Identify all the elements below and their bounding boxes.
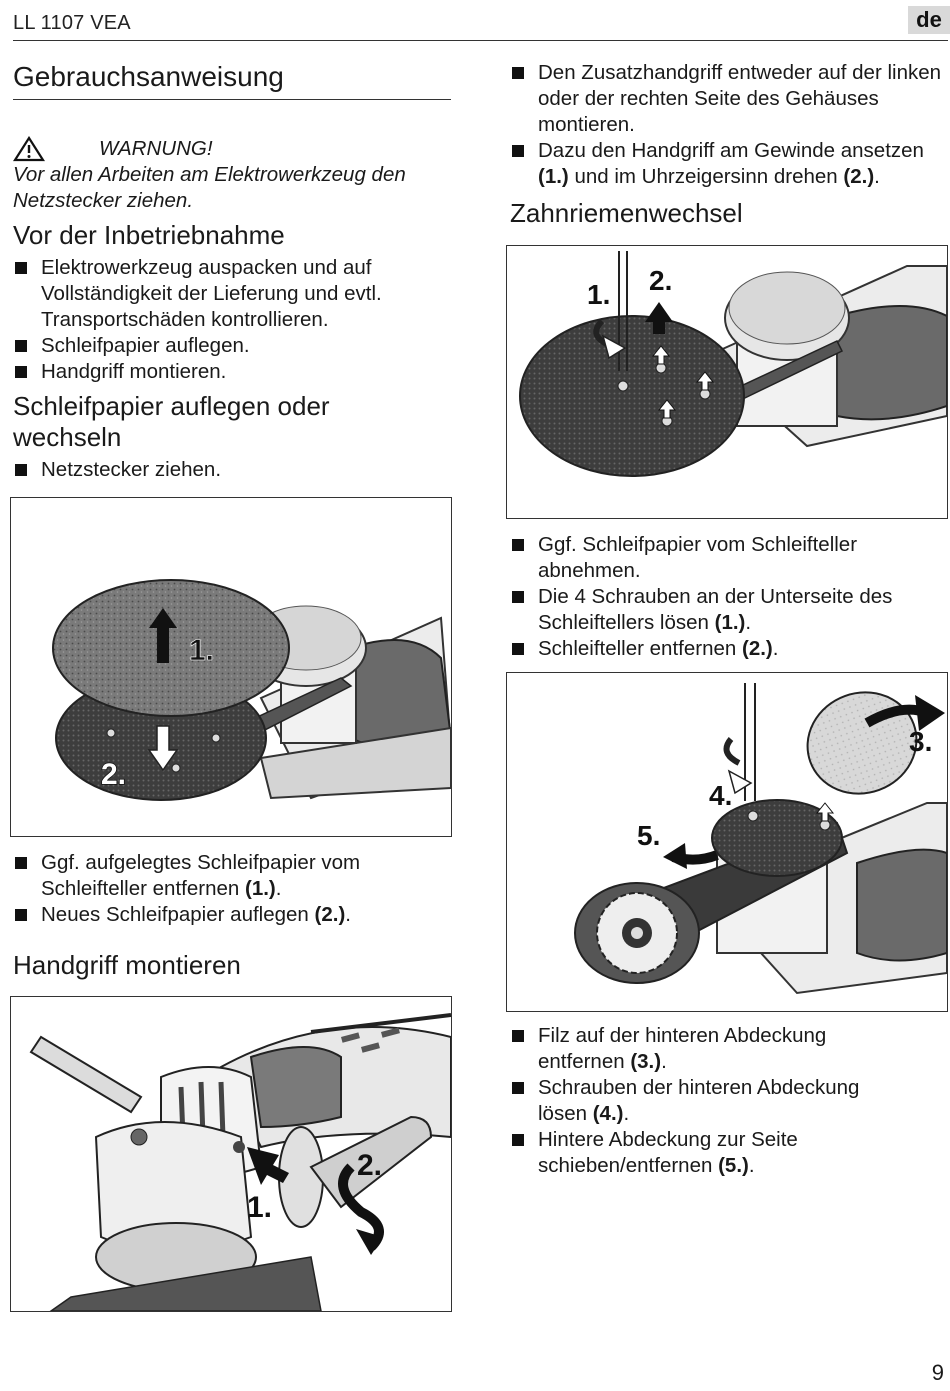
left-column-lower: Ggf. aufgelegtes Schleifpapier vom Schle…: [13, 850, 453, 981]
figure-label-4: 4.: [709, 780, 732, 811]
list-item: Die 4 Schrauben an der Unterseite des Sc…: [510, 584, 946, 636]
figure-belt-cover: 3. 4. 5.: [506, 672, 948, 1012]
bullet-square-icon: [512, 539, 524, 551]
bullet-square-icon: [512, 643, 524, 655]
figure-sanding-paper: 1. 2.: [10, 497, 452, 837]
figure-label-2: 2.: [101, 758, 126, 791]
figure-label-5: 5.: [637, 820, 660, 851]
bullet-square-icon: [512, 67, 524, 79]
header-rule: [13, 40, 948, 41]
list-item: Schrauben der hinteren Abdeckung lösen (…: [510, 1075, 946, 1127]
figure-label-1: 1.: [247, 1191, 272, 1224]
bullet-square-icon: [15, 464, 27, 476]
list-item: Elektrowerkzeug auspacken und auf Vollst…: [13, 255, 453, 333]
page-number: 9: [931, 1360, 944, 1385]
bullet-square-icon: [15, 909, 27, 921]
left-column: Gebrauchsanweisung WARNUNG! Vor allen Ar…: [13, 60, 453, 483]
bullet-square-icon: [512, 1134, 524, 1146]
warning-title: WARNUNG!: [99, 137, 213, 160]
bullet-square-icon: [512, 1082, 524, 1094]
header-model: LL 1107 VEA: [13, 12, 131, 34]
list-item: Neues Schleifpapier auflegen (2.).: [13, 902, 453, 928]
bullet-square-icon: [512, 591, 524, 603]
list-item: Handgriff montieren.: [13, 359, 453, 385]
warning-heading: WARNUNG!: [13, 136, 453, 162]
figure-label-1: 1.: [189, 634, 214, 667]
list-item: Dazu den Handgriff am Gewinde ansetzen (…: [510, 138, 946, 190]
page-title: Gebrauchsanweisung: [13, 61, 284, 92]
figure-label-1: 1.: [587, 279, 610, 310]
list-item: Ggf. Schleifpapier vom Schleifteller abn…: [510, 532, 946, 584]
figure-pad-screws: 1. 2.: [506, 245, 948, 519]
language-badge: de: [908, 6, 950, 34]
figure-handle-mount: 1. 2.: [10, 996, 452, 1312]
bullet-square-icon: [15, 366, 27, 378]
figure-label-2: 2.: [357, 1149, 382, 1182]
list-item: Filz auf der hinteren Abdeckung entferne…: [510, 1023, 946, 1075]
section-heading-zahnriemenwechsel: Zahnriemenwechsel: [510, 198, 743, 228]
warning-text-line-2: Netzstecker ziehen.: [13, 189, 194, 212]
title-rule: [13, 99, 451, 100]
list-item: Schleifpapier auflegen.: [13, 333, 453, 359]
warning-triangle-icon: [13, 136, 45, 162]
pad-screws-illustration: 1. 2.: [519, 251, 947, 477]
right-column: Den Zusatzhandgriff entweder auf der lin…: [510, 60, 946, 229]
right-column-lower: Filz auf der hinteren Abdeckung entferne…: [510, 1023, 946, 1179]
sanding-paper-illustration: 1. 2.: [52, 579, 451, 801]
bullet-square-icon: [15, 857, 27, 869]
bullet-square-icon: [512, 145, 524, 157]
bullet-square-icon: [512, 1030, 524, 1042]
list-item: Schleifteller entfernen (2.).: [510, 636, 946, 662]
section-heading-schleifpapier: Schleifpapier auflegen oder wechseln: [13, 391, 330, 452]
right-column-middle: Ggf. Schleifpapier vom Schleifteller abn…: [510, 532, 946, 662]
list-item: Den Zusatzhandgriff entweder auf der lin…: [510, 60, 946, 138]
bullet-square-icon: [15, 262, 27, 274]
list-item: Netzstecker ziehen.: [13, 457, 453, 483]
warning-text-line-1: Vor allen Arbeiten am Elektrowerkzeug de…: [13, 163, 406, 186]
figure-label-2: 2.: [649, 265, 672, 296]
list-item: Ggf. aufgelegtes Schleifpapier vom Schle…: [13, 850, 453, 902]
bullet-square-icon: [15, 340, 27, 352]
section-heading-vor-der-inbetriebnahme: Vor der Inbetriebnahme: [13, 220, 285, 250]
section-heading-handgriff: Handgriff montieren: [13, 950, 241, 980]
list-item: Hintere Abdeckung zur Seite schieben/ent…: [510, 1127, 946, 1179]
handle-mount-illustration: 1. 2.: [29, 1013, 451, 1311]
figure-label-3: 3.: [909, 726, 932, 757]
belt-cover-illustration: 3. 4. 5.: [574, 683, 947, 995]
